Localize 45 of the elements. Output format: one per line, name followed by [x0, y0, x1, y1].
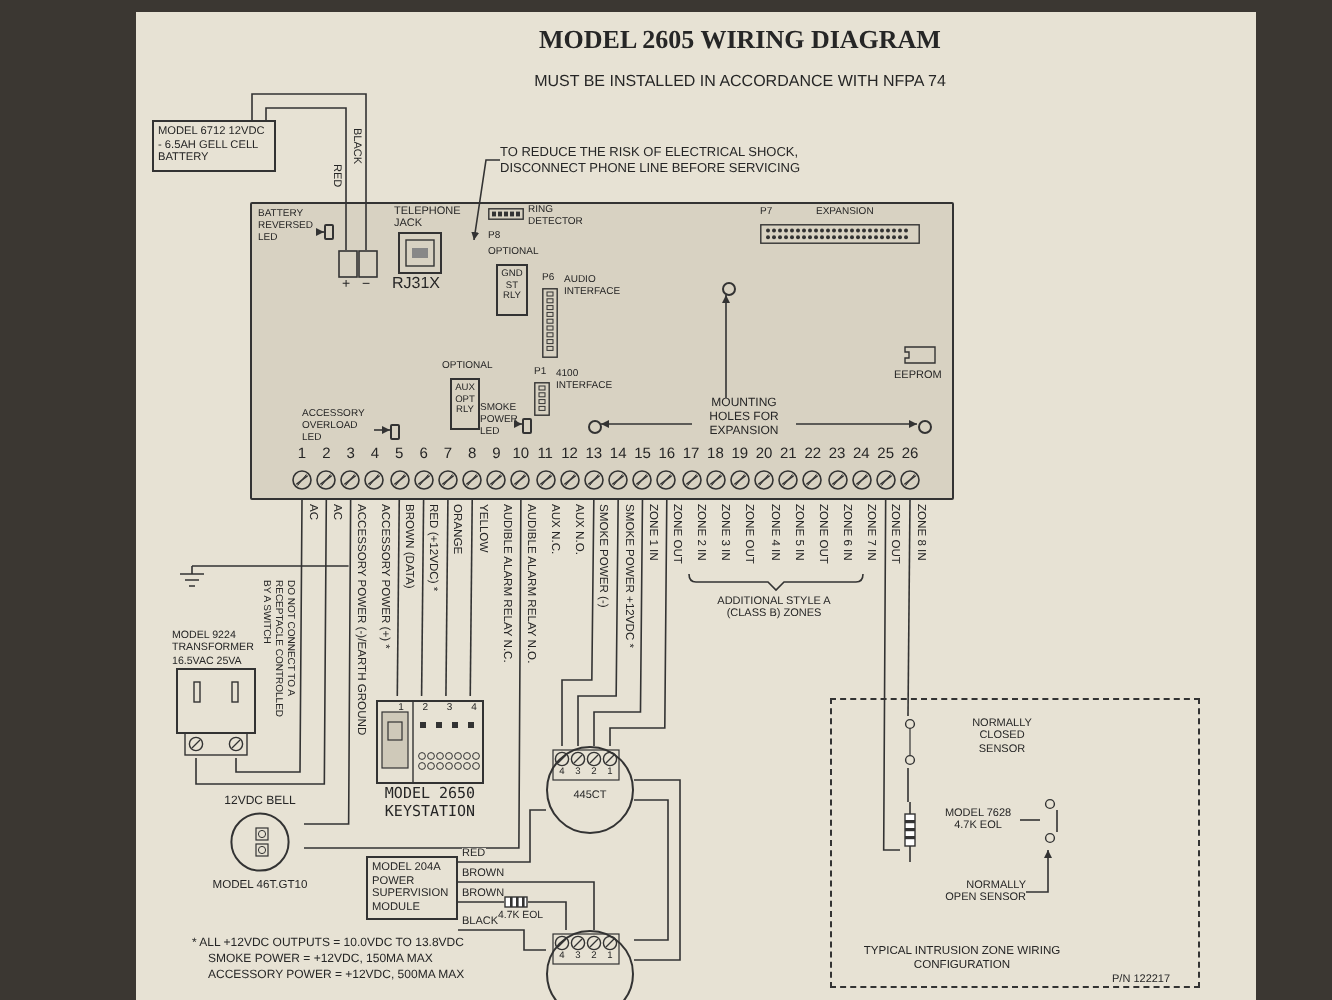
- wire: [1019, 819, 1041, 821]
- wire: [195, 499, 328, 785]
- arrow: [514, 420, 523, 428]
- wire: [882, 499, 901, 851]
- wire: [527, 901, 567, 931]
- wire: [396, 499, 401, 697]
- wire: [303, 499, 352, 825]
- wire: [561, 499, 595, 747]
- wire: [907, 499, 911, 717]
- mounting-hole-icon: [587, 419, 601, 433]
- mounting-hole-icon: [917, 419, 931, 433]
- arrow: [722, 294, 730, 399]
- jack-type-label: RJ31X: [392, 274, 441, 293]
- wire: [251, 93, 367, 251]
- arrow: [373, 426, 391, 434]
- arrow: [315, 228, 325, 236]
- wire: [593, 499, 644, 747]
- wire: [445, 499, 449, 697]
- led-icon: [324, 224, 334, 240]
- arrow: [795, 420, 918, 428]
- wire: [457, 881, 595, 931]
- resistor-icon: [504, 896, 528, 908]
- wire: [457, 809, 547, 863]
- wire: [469, 499, 474, 697]
- arrow: [600, 420, 693, 428]
- wire: [303, 499, 522, 849]
- led-icon: [250, 202, 954, 500]
- wire: [457, 929, 547, 951]
- arrow: [471, 159, 501, 241]
- led-icon: [522, 418, 532, 434]
- diagram-title: MODEL 2605 WIRING DIAGRAM: [537, 24, 943, 55]
- wire: [577, 499, 619, 747]
- wire: [457, 901, 505, 903]
- dashed-panel: [830, 698, 1200, 988]
- wire: [265, 107, 347, 251]
- arrow: [1025, 849, 1052, 893]
- wire: [609, 499, 668, 747]
- mounting-hole-icon: [721, 281, 735, 295]
- subtitle: MUST BE INSTALLED IN ACCORDANCE WITH NFPA 74: [532, 72, 948, 91]
- wire: [633, 779, 681, 961]
- wire: [235, 499, 303, 773]
- wire: [907, 767, 909, 803]
- wire: [633, 799, 669, 941]
- wire: [420, 499, 425, 697]
- led-icon: [390, 424, 400, 440]
